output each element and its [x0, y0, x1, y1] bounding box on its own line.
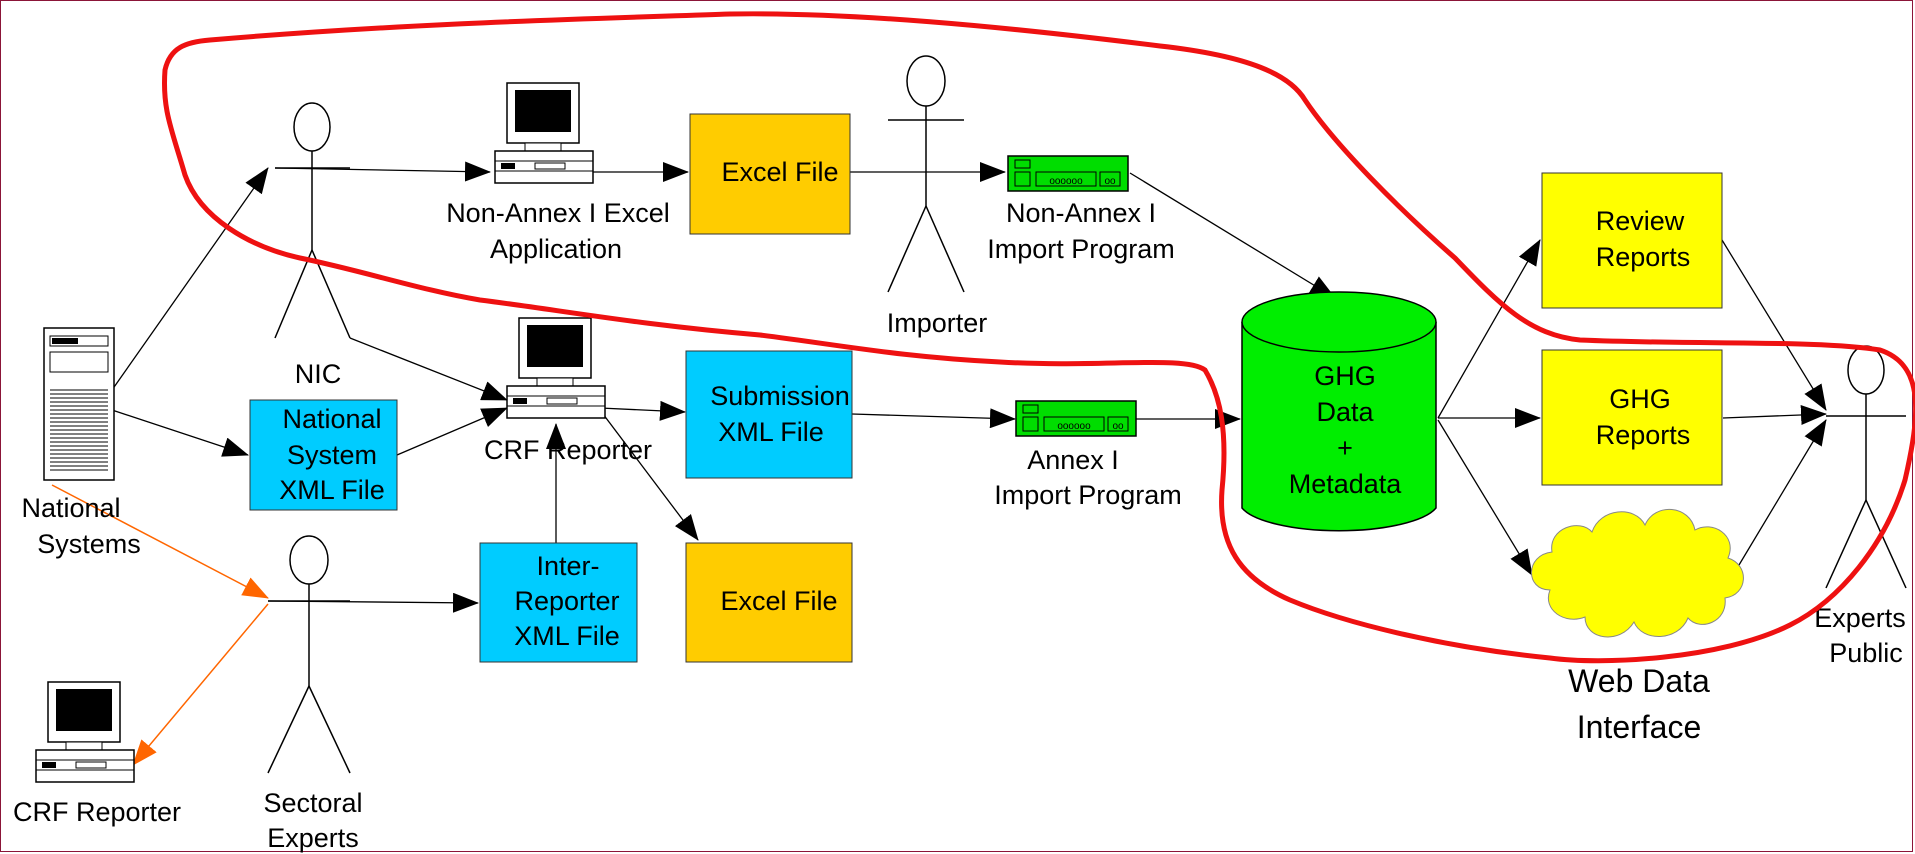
actor-sectoral-experts	[267, 535, 351, 774]
submission-xml-line-1: Submission	[710, 381, 850, 411]
national-xml-line-3: XML File	[279, 475, 385, 505]
submission-xml-line-2: XML File	[718, 417, 824, 447]
svg-text:oo: oo	[1112, 421, 1124, 432]
database-line-3: +	[1337, 433, 1353, 463]
experts-public-line-1: Experts	[1814, 603, 1906, 633]
review-reports: Review Reports	[1541, 172, 1723, 309]
non-annex-import-line-2: Import Program	[987, 234, 1175, 264]
excel-file-top-label: Excel File	[721, 157, 838, 187]
arrow-crf-to-submission-xml	[599, 400, 686, 421]
actor-experts-public	[1825, 345, 1907, 589]
non-annex-import-program-device: oooooo oo	[1007, 155, 1129, 192]
svg-text:oo: oo	[1104, 176, 1116, 187]
non-annex-import-line-1: Non-Annex I	[1006, 198, 1156, 228]
database-line-2: Data	[1316, 397, 1374, 427]
arrow-ghg-to-experts	[1722, 404, 1827, 425]
national-systems-line-1: National	[21, 493, 120, 523]
inter-reporter-xml-file: Inter- Reporter XML File	[479, 542, 638, 663]
orange-arrow-sectoral-to-crf	[132, 603, 269, 766]
sectoral-experts-line-2: Experts	[267, 823, 359, 853]
ghg-reports: GHG Reports	[1541, 349, 1723, 486]
excel-file-top: Excel File	[689, 113, 851, 235]
web-interface-line-1: Web Data	[1568, 663, 1710, 699]
computer-crf-reporter-bottom	[35, 681, 135, 783]
arrow-server-to-national-xml	[111, 409, 249, 457]
review-reports-line-2: Reports	[1596, 242, 1691, 272]
database-line-4: Metadata	[1289, 469, 1403, 499]
national-xml-line-1: National	[282, 404, 381, 434]
arrow-web-to-experts	[1732, 419, 1827, 576]
arrow-db-to-web	[1437, 419, 1533, 576]
actor-nic	[274, 102, 351, 339]
database-line-1: GHG	[1314, 361, 1376, 391]
arrow-nonannex-import-to-db	[1129, 172, 1336, 299]
crf-reporter-main-label: CRF Reporter	[484, 435, 652, 465]
annex-import-program-device: oooooo oo	[1015, 400, 1137, 437]
arrow-db-to-review	[1437, 239, 1541, 419]
arrow-national-xml-to-crf	[396, 407, 508, 456]
system-boundary-outline	[161, 11, 1915, 664]
inter-xml-line-3: XML File	[514, 621, 620, 651]
nic-label: NIC	[295, 359, 342, 389]
sectoral-experts-line-1: Sectoral	[263, 788, 362, 818]
computer-crf-reporter-main	[506, 317, 606, 419]
submission-xml-file: Submission XML File	[685, 350, 853, 479]
arrow-server-to-nic	[111, 167, 269, 391]
inter-xml-line-1: Inter-	[536, 551, 599, 581]
orange-connectors	[51, 484, 269, 766]
arrow-crf-to-excel-bottom	[599, 409, 699, 541]
svg-text:oooooo: oooooo	[1057, 421, 1091, 432]
annex-import-line-1: Annex I	[1027, 445, 1119, 475]
arrow-submission-to-annex-import	[851, 408, 1016, 429]
national-system-xml-file: National System XML File	[249, 399, 398, 511]
orange-arrow-server-to-sectoral	[51, 484, 269, 599]
ghg-database: GHG Data + Metadata	[1241, 291, 1437, 532]
crf-reporter-bottom-label: CRF Reporter	[13, 797, 181, 827]
actor-importer	[887, 55, 965, 293]
computer-non-annex-app	[494, 82, 594, 184]
svg-text:oooooo: oooooo	[1049, 176, 1083, 187]
arrow-review-to-experts	[1721, 239, 1827, 411]
ghg-reports-line-1: GHG	[1609, 384, 1671, 414]
excel-file-bottom: Excel File	[685, 542, 853, 663]
review-reports-line-1: Review	[1596, 206, 1685, 236]
arrow-nic-to-crf-reporter	[349, 337, 508, 401]
national-systems-line-2: Systems	[37, 529, 141, 559]
non-annex-app-line-1: Non-Annex I Excel	[446, 198, 670, 228]
national-xml-line-2: System	[287, 440, 377, 470]
web-interface-line-2: Interface	[1577, 709, 1702, 745]
experts-public-line-2: Public	[1829, 638, 1903, 668]
importer-label: Importer	[887, 308, 988, 338]
ghg-reports-line-2: Reports	[1596, 420, 1691, 450]
non-annex-app-line-2: Application	[490, 234, 622, 264]
web-cloud	[1531, 509, 1744, 638]
national-systems-server	[43, 327, 115, 481]
inter-xml-line-2: Reporter	[514, 586, 619, 616]
excel-file-bottom-label: Excel File	[720, 586, 837, 616]
annex-import-line-2: Import Program	[994, 480, 1182, 510]
